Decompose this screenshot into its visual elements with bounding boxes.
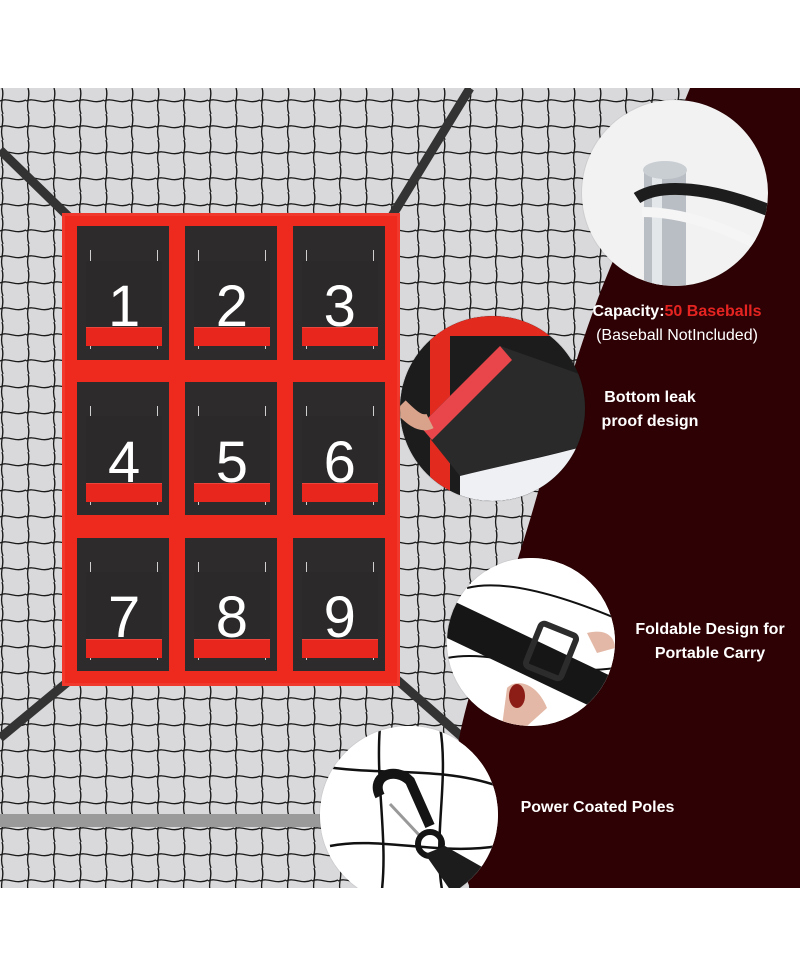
strike-zone-target: 1 2 3 4 5 6 [62, 213, 400, 686]
foldable-line2: Portable Carry [654, 645, 766, 662]
pocket-flap: 8 [194, 572, 270, 658]
pocket-flap: 2 [194, 260, 270, 347]
capacity-label: Capacity: [592, 303, 665, 320]
target-pocket-5[interactable]: 5 [184, 381, 278, 516]
capacity-note: (Baseball NotIncluded) [596, 327, 758, 344]
capacity-value: 50 Baseballs [664, 303, 762, 320]
foldable-line1: Foldable Design for [635, 621, 785, 638]
strap-buckle-icon [447, 558, 615, 726]
target-grid: 1 2 3 4 5 6 [77, 226, 385, 671]
target-pocket-4[interactable]: 4 [77, 381, 170, 516]
pocket-flap: 3 [301, 260, 378, 347]
pocket-flap: 7 [86, 572, 162, 658]
target-pocket-3[interactable]: 3 [292, 226, 385, 360]
pocket-number: 4 [107, 429, 141, 495]
pocket-number: 8 [215, 585, 249, 651]
feature-foldable: Foldable Design for Portable Carry [620, 618, 800, 666]
pocket-number: 1 [107, 273, 141, 339]
feature-capacity: Capacity:50 Baseballs (Baseball NotInclu… [572, 300, 782, 348]
pocket-number: 6 [323, 429, 356, 495]
pocket-flap-icon [400, 316, 585, 501]
pocket-flap: 4 [86, 416, 162, 502]
pocket-flap: 1 [86, 260, 162, 347]
target-pocket-6[interactable]: 6 [292, 381, 385, 516]
pocket-flap: 9 [301, 572, 378, 658]
snap-hook-icon [320, 726, 498, 888]
target-pocket-8[interactable]: 8 [184, 537, 278, 671]
target-pocket-7[interactable]: 7 [77, 537, 170, 671]
target-pocket-1[interactable]: 1 [77, 226, 170, 360]
target-pocket-2[interactable]: 2 [184, 226, 278, 360]
product-image: 1 2 3 4 5 6 [0, 88, 800, 888]
poles-label: Power Coated Poles [520, 799, 675, 816]
pocket-number: 9 [323, 585, 356, 651]
pocket-number: 2 [215, 273, 249, 339]
pocket-number: 5 [215, 429, 249, 495]
feature-poles: Power Coated Poles [505, 796, 690, 820]
pole-cap-bungee-icon [582, 100, 768, 286]
leak-proof-line2: proof design [601, 413, 699, 430]
pocket-flap: 5 [194, 416, 270, 502]
pocket-flap: 6 [301, 416, 378, 502]
pocket-number: 7 [107, 585, 141, 651]
target-pocket-9[interactable]: 9 [292, 537, 385, 671]
feature-leak-proof: Bottom leak proof design [590, 386, 710, 434]
leak-proof-line1: Bottom leak [604, 389, 696, 406]
pocket-number: 3 [323, 273, 356, 339]
